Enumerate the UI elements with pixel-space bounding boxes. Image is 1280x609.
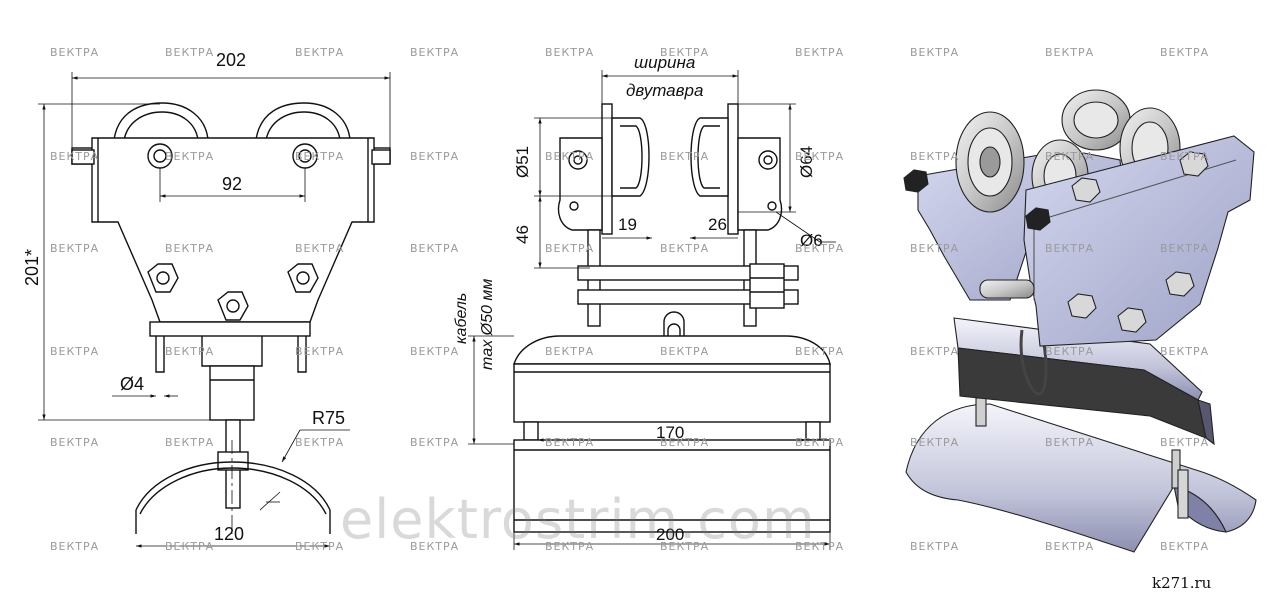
watermark-text: ВЕКТРА <box>910 345 960 358</box>
watermark-text: ВЕКТРА <box>1045 540 1095 553</box>
side-beam-label-2: двутавра <box>626 81 703 100</box>
watermark-text: ВЕКТРА <box>165 150 215 163</box>
watermark-text: ВЕКТРА <box>545 540 595 553</box>
watermark-text: ВЕКТРА <box>165 345 215 358</box>
watermark-text: ВЕКТРА <box>1160 242 1210 255</box>
watermark-text: ВЕКТРА <box>545 436 595 449</box>
side-saddle <box>513 335 831 365</box>
watermark-text: ВЕКТРА <box>295 540 345 553</box>
side-bottom-width-label: 200 <box>656 525 684 544</box>
watermark-text: ВЕКТРА <box>795 242 845 255</box>
watermark-text: ВЕКТРА <box>50 46 100 59</box>
side-beam-label-1: ширина <box>634 53 695 72</box>
watermark-text: ВЕКТРА <box>1160 46 1210 59</box>
watermark-text: ВЕКТРА <box>910 150 960 163</box>
front-right-wheel <box>255 102 351 141</box>
watermark-text: ВЕКТРА <box>295 345 345 358</box>
front-width-label: 202 <box>216 50 246 70</box>
side-offset-label: 46 <box>513 225 532 244</box>
watermark-text: ВЕКТРА <box>910 540 960 553</box>
side-flange-right-label: 26 <box>708 215 727 234</box>
side-cable-label-2: max Ø50 мм <box>479 279 496 370</box>
watermark-text: ВЕКТРА <box>660 436 710 449</box>
side-dimensions <box>468 70 836 550</box>
side-flange-left-label: 19 <box>618 215 637 234</box>
watermark-text: ВЕКТРА <box>1045 150 1095 163</box>
watermark-text: ВЕКТРА <box>1160 436 1210 449</box>
side-pin-label: Ø6 <box>800 231 823 250</box>
watermark-text: ВЕКТРА <box>410 540 460 553</box>
watermark-text: ВЕКТРА <box>410 46 460 59</box>
watermark-text: ВЕКТРА <box>1045 436 1095 449</box>
watermark-text: ВЕКТРА <box>1160 540 1210 553</box>
watermark-text: ВЕКТРА <box>660 150 710 163</box>
watermark-text: ВЕКТРА <box>795 540 845 553</box>
watermark-text: ВЕКТРА <box>165 46 215 59</box>
watermark-text: ВЕКТРА <box>660 242 710 255</box>
side-left-wheel <box>611 117 650 197</box>
front-dimensions <box>38 72 391 548</box>
watermark-text: ВЕКТРА <box>295 46 345 59</box>
side-saddle-width-label: 170 <box>656 423 684 442</box>
watermark-text: ВЕКТРА <box>910 46 960 59</box>
watermark-text: ВЕКТРА <box>1045 345 1095 358</box>
watermark-text: ВЕКТРА <box>50 540 100 553</box>
watermark-text: ВЕКТРА <box>910 242 960 255</box>
side-right-wheel <box>690 117 729 197</box>
watermark-text: ВЕКТРА <box>165 436 215 449</box>
watermark-text: ВЕКТРА <box>1045 46 1095 59</box>
front-lower-bolts <box>147 263 319 321</box>
watermark-text: ВЕКТРА <box>295 242 345 255</box>
watermark-text: ВЕКТРА <box>50 436 100 449</box>
watermark-text: ВЕКТРА <box>795 150 845 163</box>
watermark-text: ВЕКТРА <box>410 436 460 449</box>
front-top-bolts <box>147 143 318 169</box>
front-saddle <box>135 461 331 511</box>
watermark-text: ВЕКТРА <box>660 46 710 59</box>
watermark-text: ВЕКТРА <box>545 150 595 163</box>
watermark-text: ВЕКТРА <box>910 436 960 449</box>
watermark-text: ВЕКТРА <box>795 345 845 358</box>
watermark-text: ВЕКТРА <box>660 345 710 358</box>
watermark-text: ВЕКТРА <box>1160 345 1210 358</box>
watermark-text: ВЕКТРА <box>295 436 345 449</box>
watermark-text: ВЕКТРА <box>795 46 845 59</box>
side-view <box>513 103 831 533</box>
watermark-text: ВЕКТРА <box>660 540 710 553</box>
watermark-text: ВЕКТРА <box>545 242 595 255</box>
watermark-text: ВЕКТРА <box>295 150 345 163</box>
watermark-text: ВЕКТРА <box>1045 242 1095 255</box>
front-radius-label: R75 <box>312 408 345 428</box>
front-hole-label: Ø4 <box>120 374 144 394</box>
front-left-wheel <box>113 102 209 141</box>
watermark-text: ВЕКТРА <box>50 345 100 358</box>
watermark-text: ВЕКТРА <box>165 242 215 255</box>
watermark-text: ВЕКТРА <box>545 345 595 358</box>
watermark-text: ВЕКТРА <box>545 46 595 59</box>
watermark-text: ВЕКТРА <box>410 150 460 163</box>
side-wheel-large-label: Ø64 <box>797 146 816 178</box>
watermark-text: ВЕКТРА <box>795 436 845 449</box>
watermark-text: ВЕКТРА <box>165 540 215 553</box>
iso-view <box>903 89 1257 553</box>
watermark-text: ВЕКТРА <box>410 345 460 358</box>
iso-nuts <box>903 151 1209 333</box>
front-bolt-spacing-label: 92 <box>222 174 242 194</box>
front-height-label: 201* <box>22 249 42 286</box>
front-bottom-width-label: 120 <box>214 524 244 544</box>
site-label: k271.ru <box>1152 574 1212 592</box>
big-watermark: elektrostrim.com <box>340 488 816 551</box>
front-view <box>71 102 391 534</box>
watermark-text: ВЕКТРА <box>50 150 100 163</box>
watermark-text: ВЕКТРА <box>410 242 460 255</box>
watermark-text: ВЕКТРА <box>1160 150 1210 163</box>
watermark-text: ВЕКТРА <box>50 242 100 255</box>
side-cable-label-1: кабель <box>453 293 470 344</box>
side-wheel-small-label: Ø51 <box>513 146 532 178</box>
